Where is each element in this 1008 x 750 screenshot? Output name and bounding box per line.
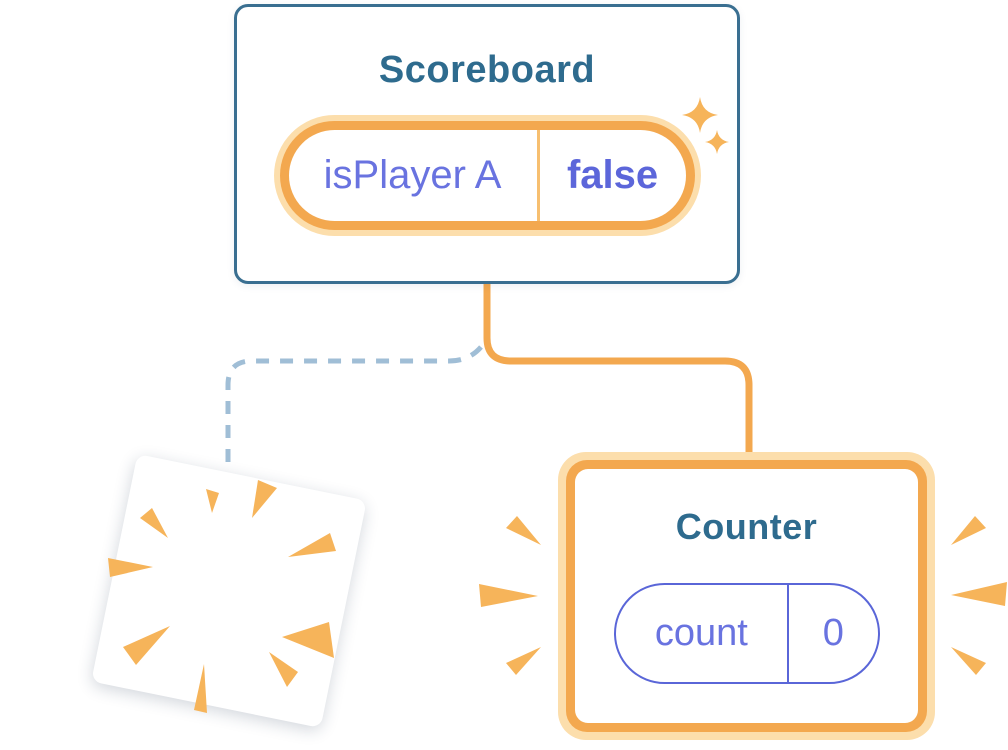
destroyed-component-card	[91, 454, 367, 728]
scoreboard-state-pill: isPlayer A false	[273, 115, 701, 236]
counter-state-value-label: 0	[822, 612, 844, 654]
scoreboard-state-pill-ring: isPlayer A false	[279, 121, 695, 230]
emphasis-rays-left-icon	[479, 516, 541, 675]
counter-state-name-label: count	[616, 585, 790, 682]
emphasis-ray	[506, 516, 541, 545]
counter-card: Counter count 0	[558, 452, 935, 740]
scoreboard-state-pill-body: isPlayer A false	[288, 130, 686, 221]
emphasis-ray	[506, 647, 541, 675]
scoreboard-card: Scoreboard isPlayer A false	[234, 4, 740, 284]
tree-connector-dashed	[225, 345, 483, 466]
emphasis-ray	[951, 647, 986, 675]
emphasis-ray	[479, 584, 538, 607]
scoreboard-title: Scoreboard	[378, 49, 596, 91]
emphasis-ray	[951, 582, 1007, 606]
emphasis-rays-right-icon	[951, 516, 1007, 675]
counter-title: Counter	[675, 506, 818, 547]
emphasis-ray	[951, 516, 986, 545]
state-value-label: false	[566, 153, 659, 197]
tree-connector-solid	[483, 284, 753, 456]
counter-card-body: Counter count 0	[575, 469, 918, 723]
state-name-label: isPlayer A	[289, 130, 540, 221]
counter-state-pill: count 0	[613, 583, 880, 684]
counter-card-ring: Counter count 0	[566, 460, 927, 732]
